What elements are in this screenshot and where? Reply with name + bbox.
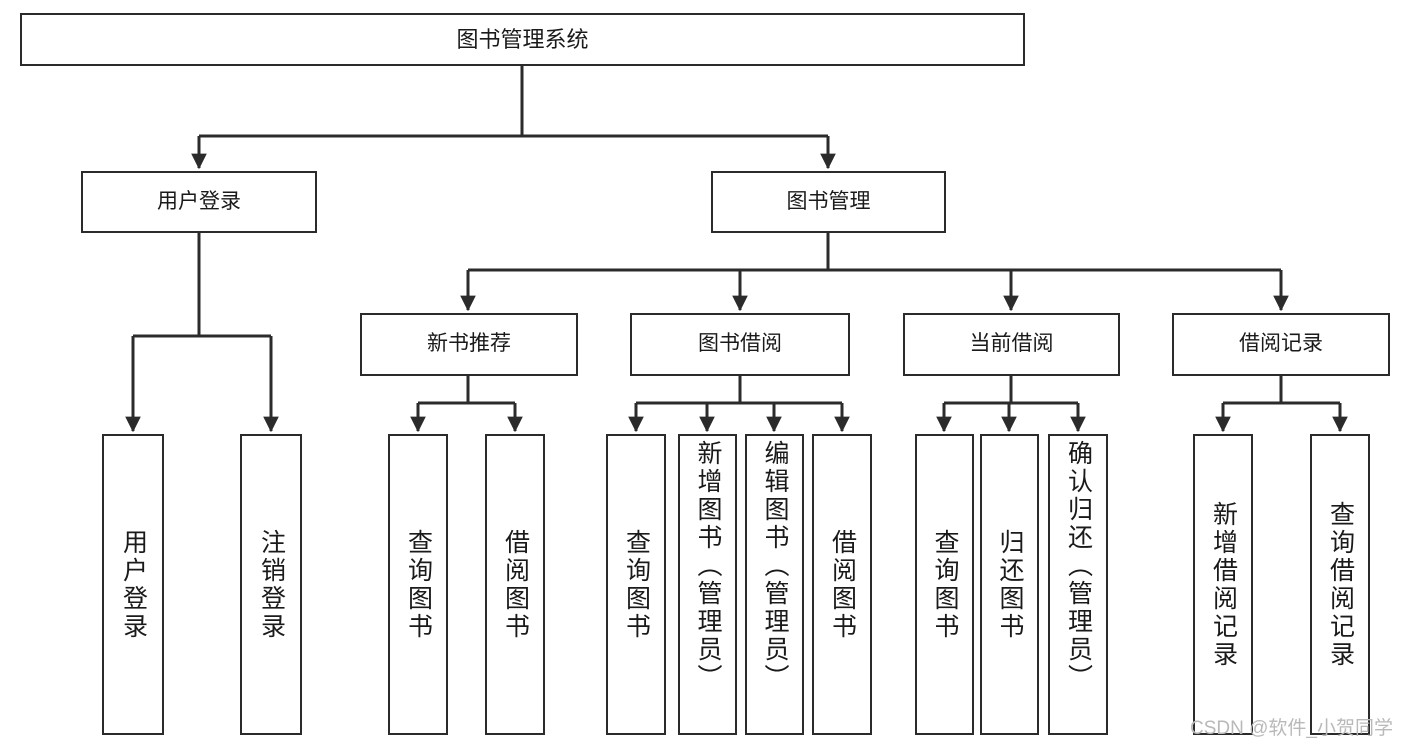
node-leaf-confirm-return[interactable]: 确认归还（管理员）: [1048, 434, 1108, 735]
node-leaf-borrow-book-label: 借阅图书: [828, 528, 857, 641]
node-leaf-add-book-label: 新增图书（管理员）: [694, 440, 722, 692]
node-book-manage-label: 图书管理: [786, 189, 871, 213]
node-leaf-query-borrow-record[interactable]: 查询借阅记录: [1310, 434, 1370, 735]
node-leaf-user-logout[interactable]: 注销登录: [240, 434, 302, 735]
node-user-login-label: 用户登录: [157, 189, 241, 213]
node-user-login[interactable]: 用户登录: [81, 171, 317, 233]
node-leaf-user-logout-label: 注销登录: [257, 528, 286, 641]
node-borrow-record-label: 借阅记录: [1239, 332, 1323, 356]
node-leaf-user-login[interactable]: 用户登录: [102, 434, 164, 735]
node-leaf-borrow-book-rec-label: 借阅图书: [501, 528, 530, 641]
node-leaf-return-book[interactable]: 归还图书: [980, 434, 1039, 735]
node-leaf-user-login-label: 用户登录: [119, 528, 148, 641]
node-leaf-query-book-borrow-label: 查询图书: [622, 528, 651, 641]
node-current-borrow[interactable]: 当前借阅: [903, 313, 1120, 376]
node-leaf-edit-book-label: 编辑图书（管理员）: [761, 440, 789, 692]
node-leaf-confirm-return-label: 确认归还（管理员）: [1064, 440, 1093, 692]
csdn-watermark: CSDN @软件_小贺同学: [1190, 718, 1393, 739]
node-book-borrow[interactable]: 图书借阅: [630, 313, 850, 376]
node-leaf-query-book-rec[interactable]: 查询图书: [388, 434, 448, 735]
node-leaf-query-book-cur[interactable]: 查询图书: [915, 434, 974, 735]
node-leaf-borrow-book[interactable]: 借阅图书: [812, 434, 872, 735]
node-leaf-query-book-borrow[interactable]: 查询图书: [606, 434, 666, 735]
node-leaf-query-borrow-record-label: 查询借阅记录: [1326, 500, 1355, 669]
node-leaf-return-book-label: 归还图书: [996, 528, 1024, 641]
node-leaf-borrow-book-rec[interactable]: 借阅图书: [485, 434, 545, 735]
node-root[interactable]: 图书管理系统: [20, 13, 1025, 66]
node-book-borrow-label: 图书借阅: [698, 332, 782, 356]
node-book-manage[interactable]: 图书管理: [711, 171, 946, 233]
node-root-label: 图书管理系统: [456, 26, 589, 52]
node-leaf-add-borrow-record[interactable]: 新增借阅记录: [1193, 434, 1253, 735]
node-leaf-add-borrow-record-label: 新增借阅记录: [1209, 500, 1238, 669]
node-new-book-recommend-label: 新书推荐: [427, 332, 511, 356]
node-leaf-add-book[interactable]: 新增图书（管理员）: [678, 434, 737, 735]
node-borrow-record[interactable]: 借阅记录: [1172, 313, 1390, 376]
node-leaf-query-book-cur-label: 查询图书: [931, 528, 959, 641]
node-leaf-query-book-rec-label: 查询图书: [404, 528, 433, 641]
node-new-book-recommend[interactable]: 新书推荐: [360, 313, 578, 376]
node-current-borrow-label: 当前借阅: [969, 332, 1054, 356]
node-leaf-edit-book[interactable]: 编辑图书（管理员）: [745, 434, 804, 735]
